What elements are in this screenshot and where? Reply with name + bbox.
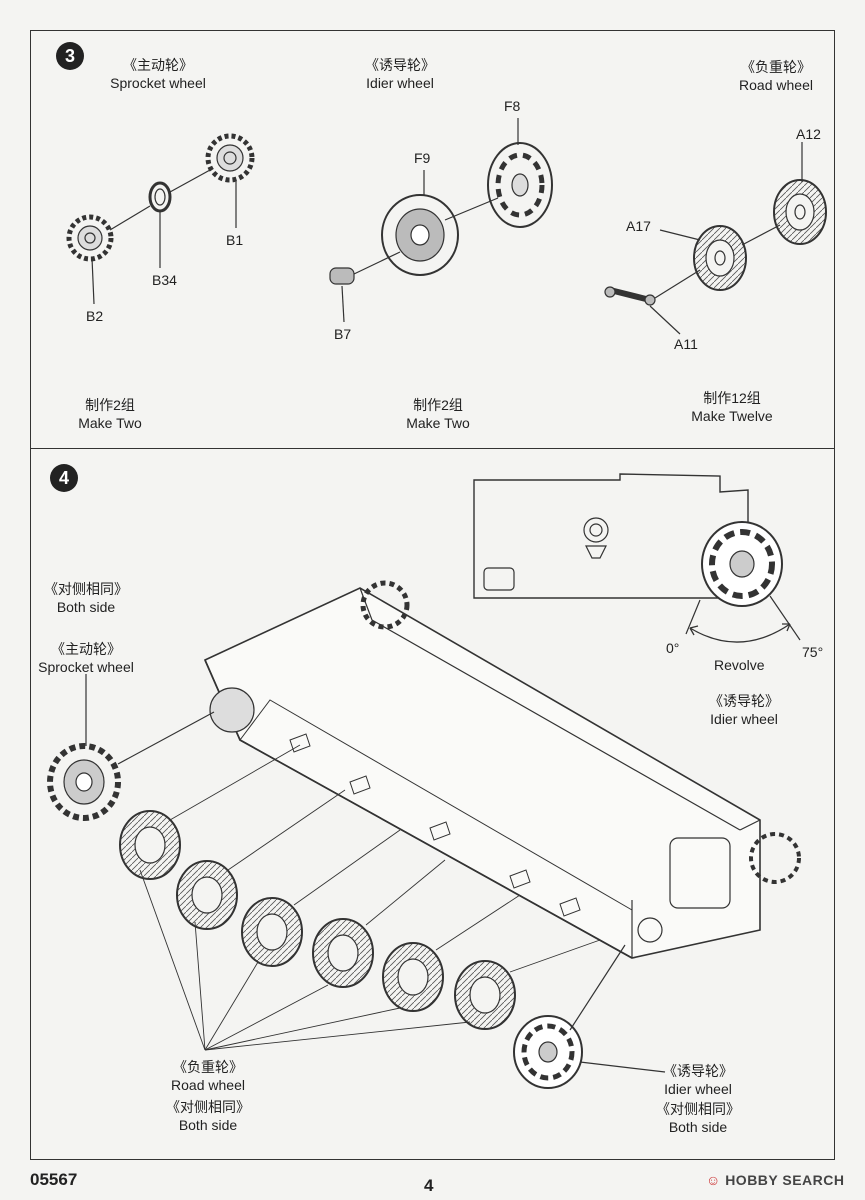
road-wheel-4-icon: [312, 918, 374, 988]
sprocket-b1-icon: [205, 133, 255, 183]
part-b34: B34: [152, 272, 177, 288]
part-a17: A17: [626, 218, 651, 234]
idler-assembly-icon: [513, 1015, 583, 1089]
axle-a11-icon: [604, 286, 656, 306]
road-wheel-a17-icon: [693, 225, 747, 291]
part-b7: B7: [334, 326, 352, 342]
step3-road-label: 《负重轮》Road wheel: [739, 59, 813, 93]
step4-both-side-label: 《对侧相同》Both side: [44, 581, 128, 615]
brand-logo-icon: ☺: [706, 1172, 721, 1188]
road-wheel-6-icon: [454, 960, 516, 1030]
road-wheel-a12-icon: [773, 179, 827, 245]
product-code: 05567: [30, 1170, 78, 1189]
hull-body: [203, 580, 801, 959]
step4-idler-bottom-label: 《诱导轮》Idier wheel: [663, 1063, 733, 1097]
step-divider: [30, 448, 835, 449]
watermark-brand: ☺ HOBBY SEARCH: [706, 1172, 845, 1188]
sprocket-assembly-icon: [47, 743, 121, 821]
road-wheel-5-icon: [382, 942, 444, 1012]
page-number: 4: [424, 1176, 434, 1195]
revolve-label: Revolve: [714, 657, 765, 673]
step3-sprocket-label: 《主动轮》Sprocket wheel: [110, 57, 206, 91]
step4-idler-label: 《诱导轮》Idier wheel: [709, 693, 779, 727]
angle-max-label: 75°: [802, 644, 824, 660]
step-3-badge: 3: [56, 42, 84, 70]
sprocket-b2-icon: [66, 214, 114, 262]
angle-min-label: 0°: [666, 640, 680, 656]
brand-name: HOBBY SEARCH: [725, 1172, 845, 1188]
step4-road-label: 《负重轮》Road wheel: [171, 1059, 245, 1093]
part-a11: A11: [674, 336, 698, 352]
step4-sprocket-label: 《主动轮》Sprocket wheel: [38, 641, 134, 675]
step3-idler-label: 《诱导轮》Idier wheel: [365, 57, 435, 91]
idler-f9-icon: [381, 194, 459, 276]
idler-rotation-inset: [473, 473, 801, 643]
part-b1: B1: [226, 232, 244, 248]
axle-b7-icon: [329, 267, 355, 285]
part-b2: B2: [86, 308, 104, 324]
step4-road-both-label: 《对侧相同》Both side: [166, 1099, 250, 1133]
idler-f8-icon: [487, 142, 553, 228]
road-wheel-2-icon: [176, 860, 238, 930]
part-a12: A12: [796, 126, 821, 142]
road-wheel-3-icon: [241, 897, 303, 967]
step4-idler-both-label: 《对侧相同》Both side: [656, 1101, 740, 1135]
step-4-badge: 4: [50, 464, 78, 492]
instruction-frame: [30, 30, 835, 1160]
ring-b34-icon: [148, 181, 172, 213]
part-f9: F9: [414, 150, 431, 166]
part-f8: F8: [504, 98, 521, 114]
road-wheel-1-icon: [119, 810, 181, 880]
